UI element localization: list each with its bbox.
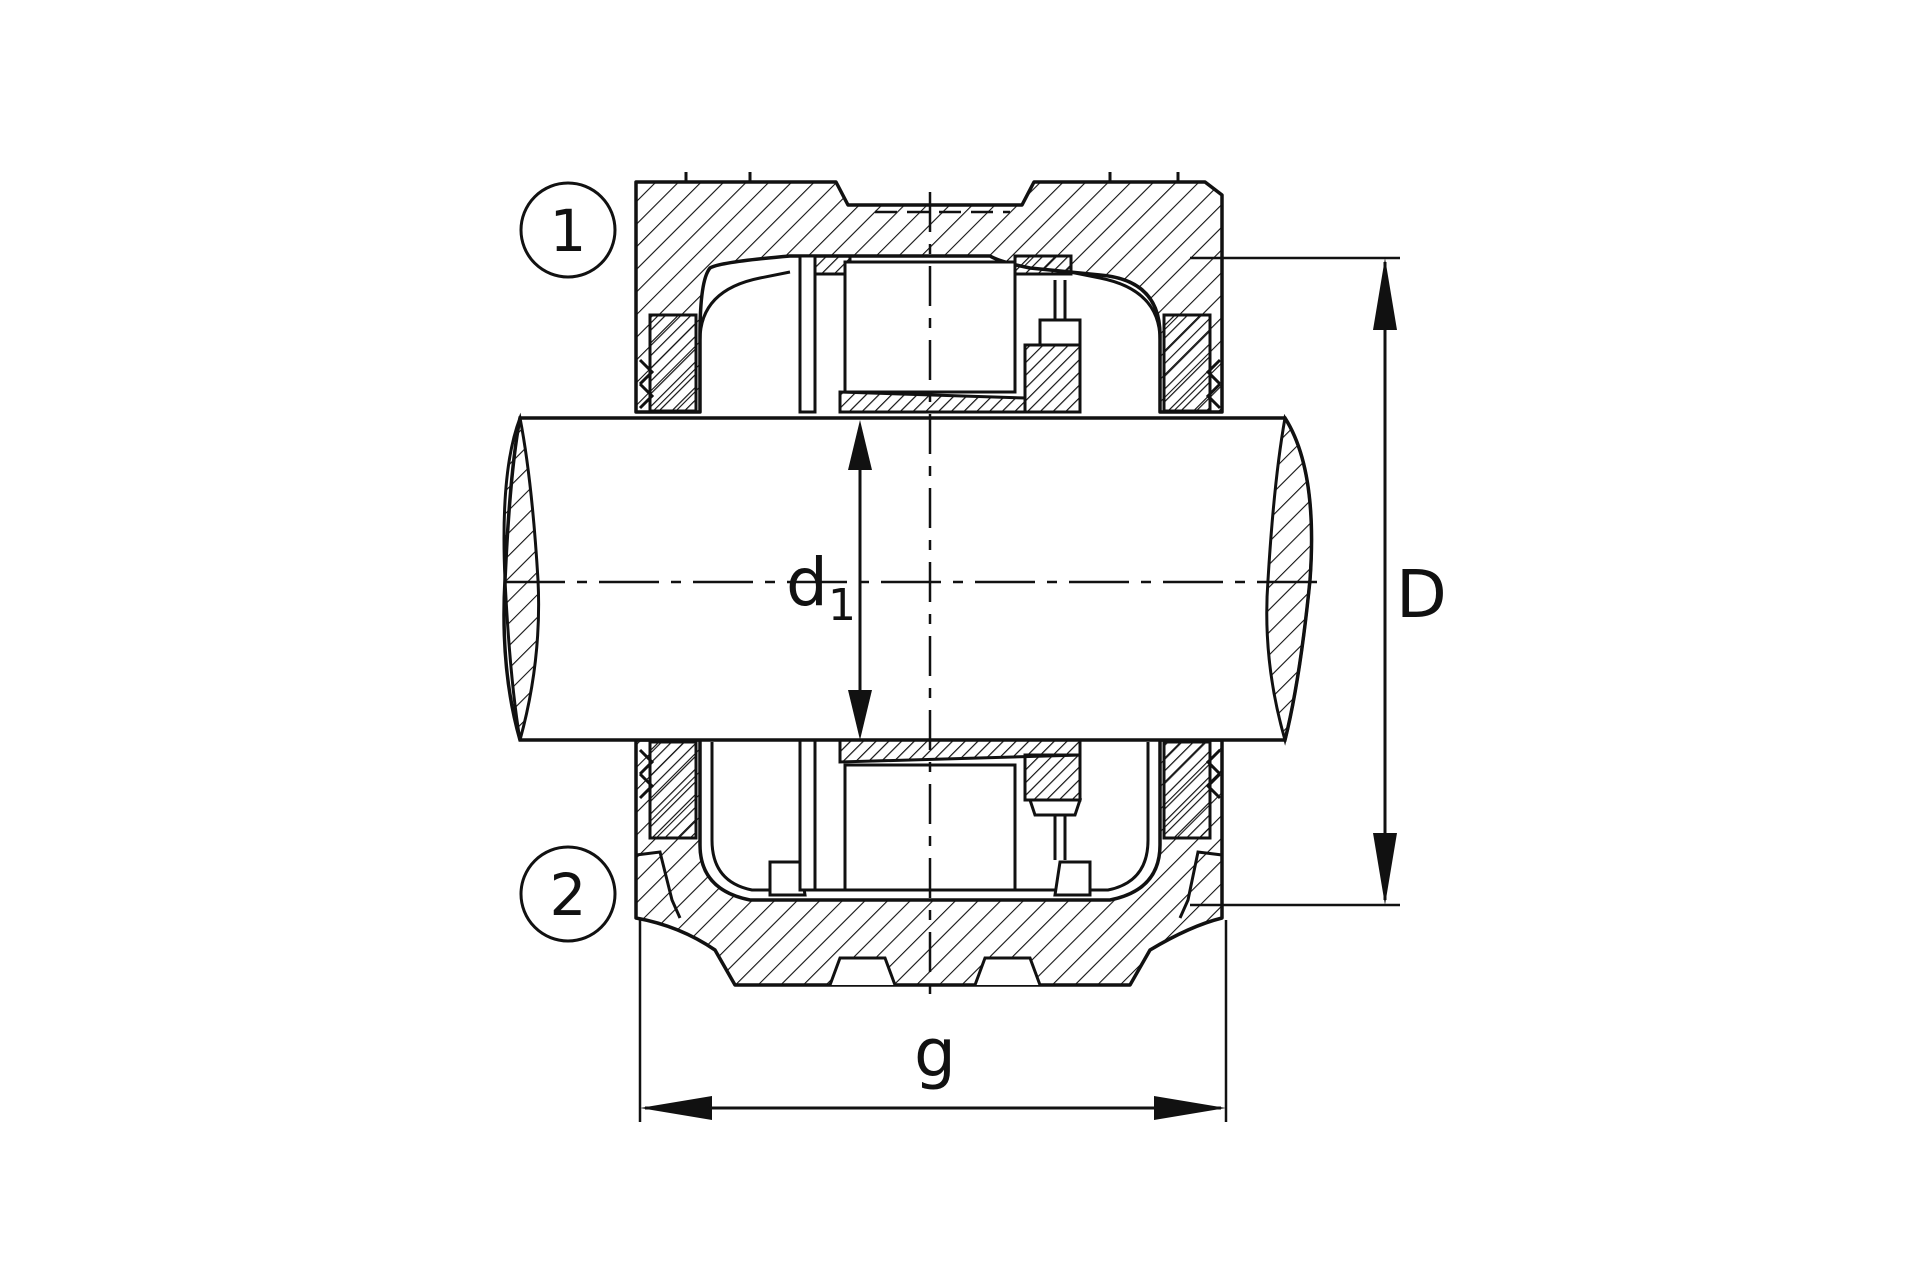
seal-upper-right — [1162, 313, 1222, 413]
callout-1-label: 1 — [550, 197, 587, 265]
seal-lower-right — [1162, 740, 1222, 840]
shaft-break-right — [1265, 413, 1314, 746]
d1-subscript: 1 — [828, 580, 856, 631]
g-symbol: g — [914, 1015, 956, 1092]
dimension-D: D — [1190, 256, 1447, 907]
shaft — [502, 416, 1314, 742]
seal-lower-left — [638, 740, 698, 840]
dimension-d1: d 1 — [786, 420, 872, 740]
D-symbol: D — [1396, 556, 1447, 633]
callout-1: 1 — [519, 181, 617, 279]
bearing-upper — [798, 254, 1082, 414]
seal-upper-left — [638, 313, 698, 413]
upper-cavity-outline — [698, 270, 1162, 412]
callout-2: 2 — [519, 845, 617, 943]
d1-symbol: d — [786, 544, 828, 621]
callout-2-label: 2 — [550, 861, 587, 929]
shaft-break-left — [502, 412, 541, 741]
dimension-g: g — [638, 920, 1228, 1122]
